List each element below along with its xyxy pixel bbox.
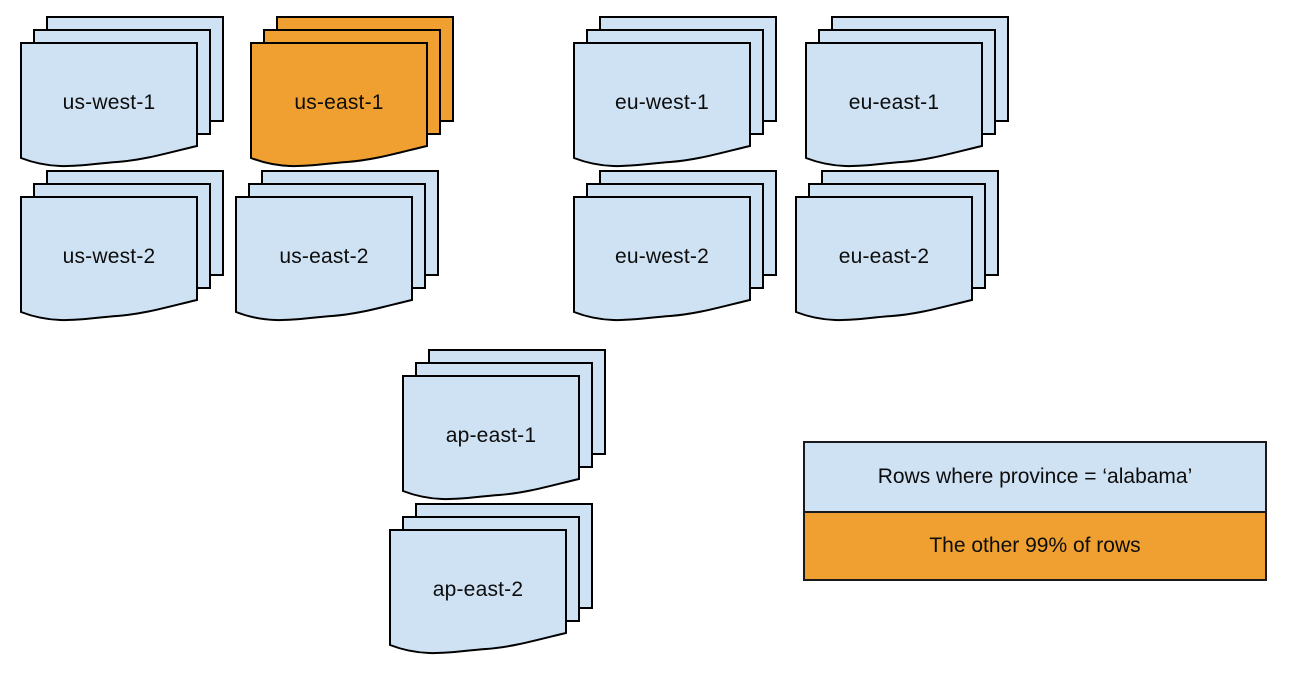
region-label: us-west-1 bbox=[62, 91, 156, 114]
region-label: eu-east-1 bbox=[848, 91, 940, 114]
region-stack-us-west-1: us-west-1 bbox=[20, 16, 224, 172]
region-label: us-east-1 bbox=[294, 91, 384, 114]
region-stack-eu-east-2: eu-east-2 bbox=[795, 170, 999, 326]
region-stack-ap-east-2: ap-east-2 bbox=[389, 503, 593, 659]
legend: Rows where province = ‘alabama’ The othe… bbox=[803, 441, 1267, 581]
legend-item-alabama-rows: Rows where province = ‘alabama’ bbox=[805, 443, 1265, 511]
region-label: us-east-2 bbox=[279, 245, 369, 268]
region-stack-us-east-2: us-east-2 bbox=[235, 170, 439, 326]
region-label: eu-west-1 bbox=[614, 91, 709, 114]
legend-item-label: The other 99% of rows bbox=[929, 534, 1141, 557]
region-stack-ap-east-1: ap-east-1 bbox=[402, 349, 606, 505]
region-label: ap-east-1 bbox=[445, 424, 537, 447]
region-stack-eu-east-1: eu-east-1 bbox=[805, 16, 1009, 172]
region-label: ap-east-2 bbox=[432, 578, 524, 601]
region-label: us-west-2 bbox=[62, 245, 156, 268]
region-stack-us-east-1: us-east-1 bbox=[250, 16, 454, 172]
region-stack-eu-west-2: eu-west-2 bbox=[573, 170, 777, 326]
region-stack-us-west-2: us-west-2 bbox=[20, 170, 224, 326]
legend-item-other-rows: The other 99% of rows bbox=[805, 511, 1265, 579]
region-stack-eu-west-1: eu-west-1 bbox=[573, 16, 777, 172]
region-label: eu-west-2 bbox=[614, 245, 709, 268]
legend-item-label: Rows where province = ‘alabama’ bbox=[877, 465, 1193, 488]
region-label: eu-east-2 bbox=[838, 245, 930, 268]
